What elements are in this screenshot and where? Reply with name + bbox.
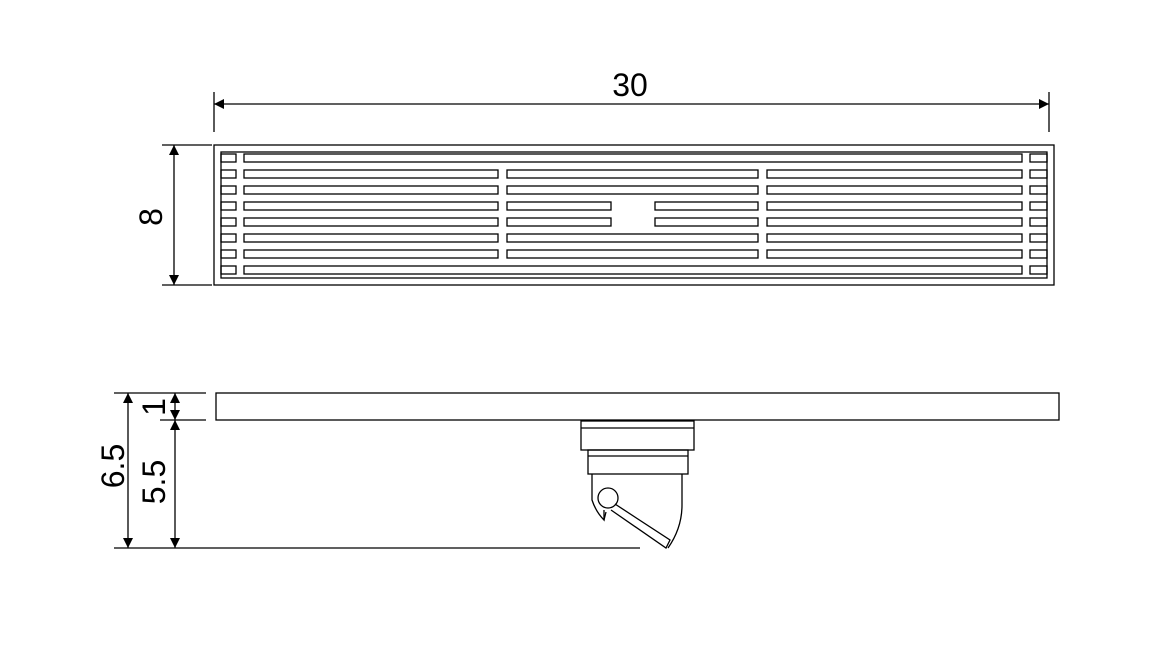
grate-side-tab — [220, 265, 237, 275]
bottom-bar — [243, 265, 1023, 275]
body-depth-label: 5.5 — [136, 460, 172, 504]
grate-side-tab — [220, 217, 237, 227]
grate-side-tab — [220, 153, 237, 163]
grate-slot — [243, 185, 499, 195]
grate-slot — [243, 201, 499, 211]
width-dimension — [213, 92, 1050, 132]
top-bar — [243, 153, 1023, 163]
grate-slot — [506, 217, 612, 227]
top-view: 30 8 — [133, 67, 1055, 286]
grate-slot — [243, 169, 499, 179]
grate-slot — [243, 249, 499, 259]
grate-side-tab — [1029, 217, 1048, 227]
width-label: 30 — [612, 67, 648, 103]
grate-side-tab — [220, 233, 237, 243]
grate-slot — [766, 169, 1023, 179]
grate-slot — [506, 249, 759, 259]
height-dimension — [162, 144, 212, 286]
grate-slot — [766, 217, 1023, 227]
grate-slot — [766, 185, 1023, 195]
grate-slot — [506, 233, 759, 243]
grate-side-tab — [1029, 249, 1048, 259]
grate-side-tabs — [220, 153, 1048, 275]
grate-slot — [766, 233, 1023, 243]
grate-slots — [243, 169, 1023, 259]
grate-side-tab — [1029, 185, 1048, 195]
grate-side-tab — [1029, 201, 1048, 211]
drain-flange — [580, 420, 695, 451]
grate-slot — [506, 201, 612, 211]
pivot-circle — [597, 487, 619, 509]
grate-side-tab — [1029, 153, 1048, 163]
grate-side-tab — [1029, 265, 1048, 275]
flap-arm — [610, 503, 671, 549]
height-label: 8 — [133, 208, 169, 226]
grate-plate-side — [215, 392, 1060, 421]
side-dimensions — [114, 392, 640, 549]
thickness-label: 1 — [136, 398, 172, 416]
grate-side-tab — [220, 169, 237, 179]
grate-slot — [766, 249, 1023, 259]
grate-slot — [506, 169, 759, 179]
drain-right-wall — [667, 474, 683, 549]
grate-side-tab — [1029, 169, 1048, 179]
grate-top — [213, 144, 1055, 286]
grate-slot — [506, 185, 759, 195]
grate-slot — [243, 233, 499, 243]
grate-side-tab — [220, 201, 237, 211]
side-view — [215, 392, 1060, 549]
grate-side-tab — [220, 185, 237, 195]
total-depth-label: 6.5 — [95, 444, 131, 488]
grate-side-tab — [220, 249, 237, 259]
grate-slot — [243, 217, 499, 227]
grate-side-tab — [1029, 233, 1048, 243]
grate-slot — [654, 217, 759, 227]
grate-slot — [766, 201, 1023, 211]
drain-collar — [587, 449, 689, 475]
grate-slot — [654, 201, 759, 211]
